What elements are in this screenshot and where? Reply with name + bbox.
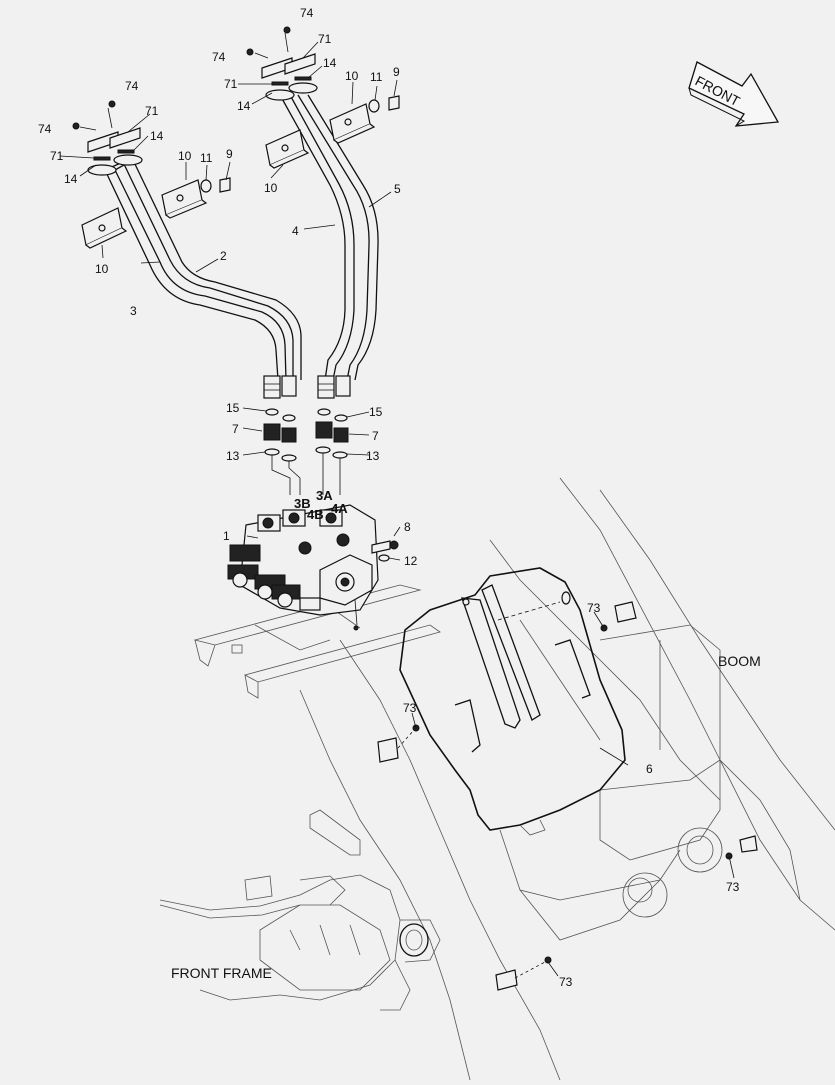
callout-4: 4 — [292, 224, 299, 238]
callout-71: 71 — [50, 149, 64, 163]
callout-74: 74 — [300, 6, 314, 20]
callout-9: 9 — [393, 65, 400, 79]
callout-10: 10 — [345, 69, 359, 83]
callout-10: 10 — [95, 262, 109, 276]
tube-pair-left — [104, 159, 302, 381]
callout-15: 15 — [369, 405, 383, 419]
callout-11: 11 — [370, 70, 383, 84]
callout-13: 13 — [366, 449, 380, 463]
callout-73: 73 — [403, 701, 417, 715]
callout-14: 14 — [237, 99, 251, 113]
callout-71: 71 — [145, 104, 159, 118]
boom-structure: BOOM — [299, 477, 835, 1081]
callout-14: 14 — [323, 56, 337, 70]
callout-73: 73 — [559, 975, 573, 989]
callout-10: 10 — [178, 149, 192, 163]
callout-4b: 4B — [307, 507, 324, 522]
callout-10: 10 — [264, 181, 278, 195]
fitting-stack — [263, 408, 349, 495]
clamp-set-right — [265, 95, 400, 169]
callout-71: 71 — [318, 32, 332, 46]
callout-73: 73 — [587, 601, 601, 615]
callout-numbers: 74 71 74 14 71 14 10 11 9 10 74 71 74 14… — [38, 6, 740, 989]
flange-group-left — [72, 100, 143, 176]
leader-lines — [59, 41, 735, 977]
tube-end-nuts — [263, 375, 351, 399]
callout-1: 1 — [223, 529, 230, 543]
callout-73: 73 — [726, 880, 740, 894]
callout-14: 14 — [64, 172, 78, 186]
tube-pair-right — [279, 94, 379, 381]
callout-11: 11 — [200, 151, 213, 165]
callout-4a: 4A — [331, 501, 348, 516]
boom-label: BOOM — [718, 653, 761, 669]
callout-15: 15 — [226, 401, 240, 415]
callout-8: 8 — [404, 520, 411, 534]
clamp-set-left — [81, 177, 231, 249]
callout-6: 6 — [646, 762, 653, 776]
front-frame-label: FRONT FRAME — [171, 965, 272, 981]
callout-74: 74 — [38, 122, 52, 136]
callout-3: 3 — [130, 304, 137, 318]
callout-14: 14 — [150, 129, 164, 143]
callout-13: 13 — [226, 449, 240, 463]
callout-2: 2 — [220, 249, 227, 263]
cover-plate — [399, 567, 626, 836]
callout-3a: 3A — [316, 488, 333, 503]
control-valve — [227, 504, 399, 631]
callout-7: 7 — [232, 422, 239, 436]
callout-74: 74 — [212, 50, 226, 64]
front-frame-structure: FRONT FRAME — [159, 809, 441, 1011]
callout-12: 12 — [404, 554, 418, 568]
callout-5: 5 — [394, 182, 401, 196]
front-direction-arrow: FRONT — [688, 61, 780, 127]
callout-71: 71 — [224, 77, 238, 91]
callout-9: 9 — [226, 147, 233, 161]
callout-74: 74 — [125, 79, 139, 93]
callout-7: 7 — [372, 429, 379, 443]
flange-group-right — [246, 26, 318, 101]
callout-3b: 3B — [294, 496, 311, 511]
